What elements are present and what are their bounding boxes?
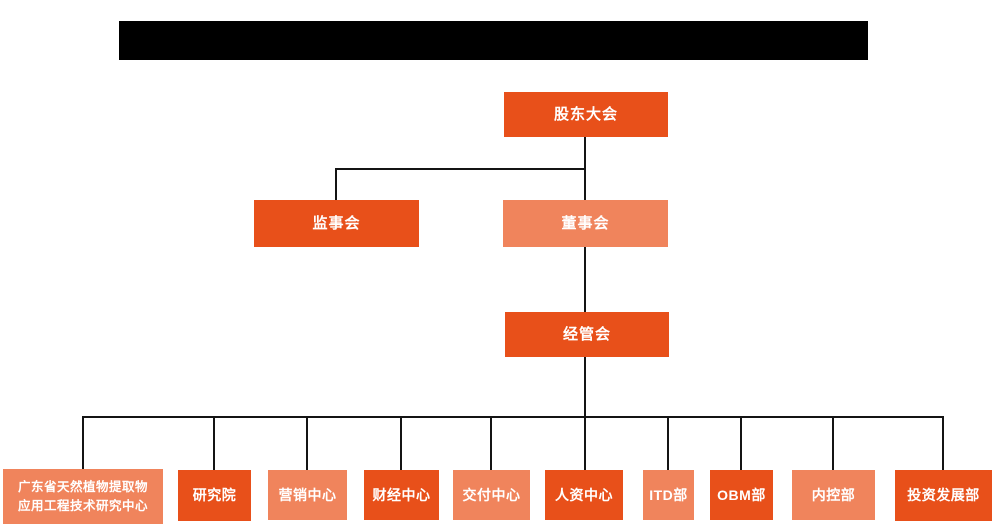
connector-dept-drop [490,416,492,470]
connector-dept-drop [832,416,834,470]
org-node-board-of-directors: 董事会 [503,200,668,247]
org-node-dept-itd: ITD部 [643,470,694,520]
org-node-dept-marketing-center: 营销中心 [268,470,347,520]
org-node-dept-investment-development: 投资发展部 [895,470,992,521]
connector-dept-drop [306,416,308,470]
org-node-supervisory-board: 监事会 [254,200,419,247]
org-node-dept-internal-control: 内控部 [792,470,875,520]
org-node-dept-hr-center: 人资中心 [545,470,623,520]
connector-dept-drop [942,416,944,470]
org-node-dept-obm: OBM部 [710,470,773,520]
connector-level2-horizontal [335,168,586,170]
connector-management-stem [584,357,586,470]
connector-dept-drop [400,416,402,470]
connector-dept-drop [740,416,742,470]
org-node-dept-research-institute: 研究院 [178,470,251,521]
org-node-dept-delivery-center: 交付中心 [453,470,530,520]
connector-supervisory-drop [335,168,337,200]
connector-dept-drop [213,416,215,470]
title-redaction-bar [119,21,868,60]
org-node-management-committee: 经管会 [505,312,669,357]
connector-board-to-management [584,247,586,312]
org-node-dept-guangdong-plant-extract-research-center: 广东省天然植物提取物应用工程技术研究中心 [3,469,163,524]
connector-dept-drop [82,416,84,469]
connector-departments-horizontal [83,416,944,418]
connector-dept-drop [667,416,669,470]
org-node-shareholders-meeting: 股东大会 [504,92,668,137]
org-node-dept-finance-center: 财经中心 [364,470,439,520]
